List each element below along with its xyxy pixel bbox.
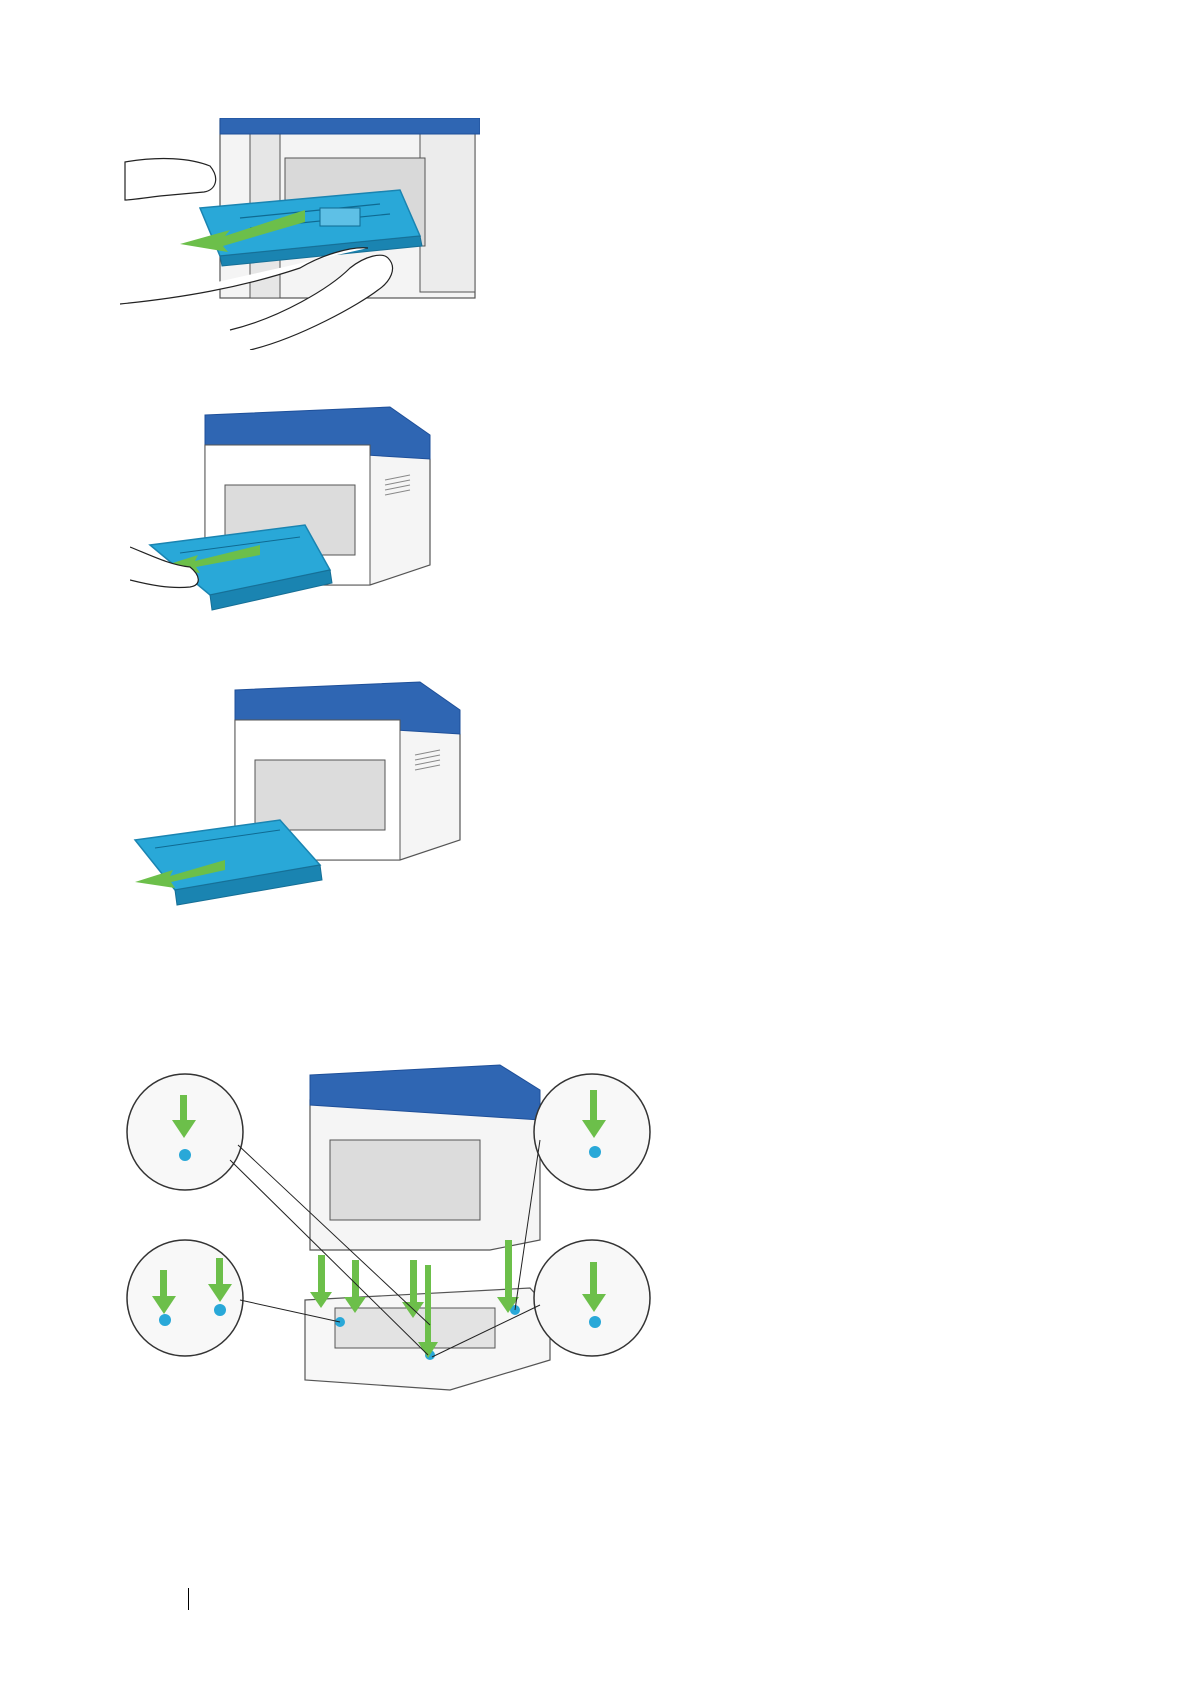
figure-pull-paper-tray	[130, 405, 450, 620]
figure-tray-removed	[130, 680, 480, 930]
callout-top-right	[534, 1074, 650, 1190]
figure-pull-mpf-tray	[120, 118, 480, 350]
printer-body	[310, 1065, 540, 1250]
callout-bottom-left	[127, 1240, 243, 1356]
page-footer-rule	[188, 1588, 189, 1610]
callout-bottom-right	[534, 1240, 650, 1356]
callout-top-left	[127, 1074, 243, 1190]
figure-install-feeder	[120, 1060, 720, 1400]
